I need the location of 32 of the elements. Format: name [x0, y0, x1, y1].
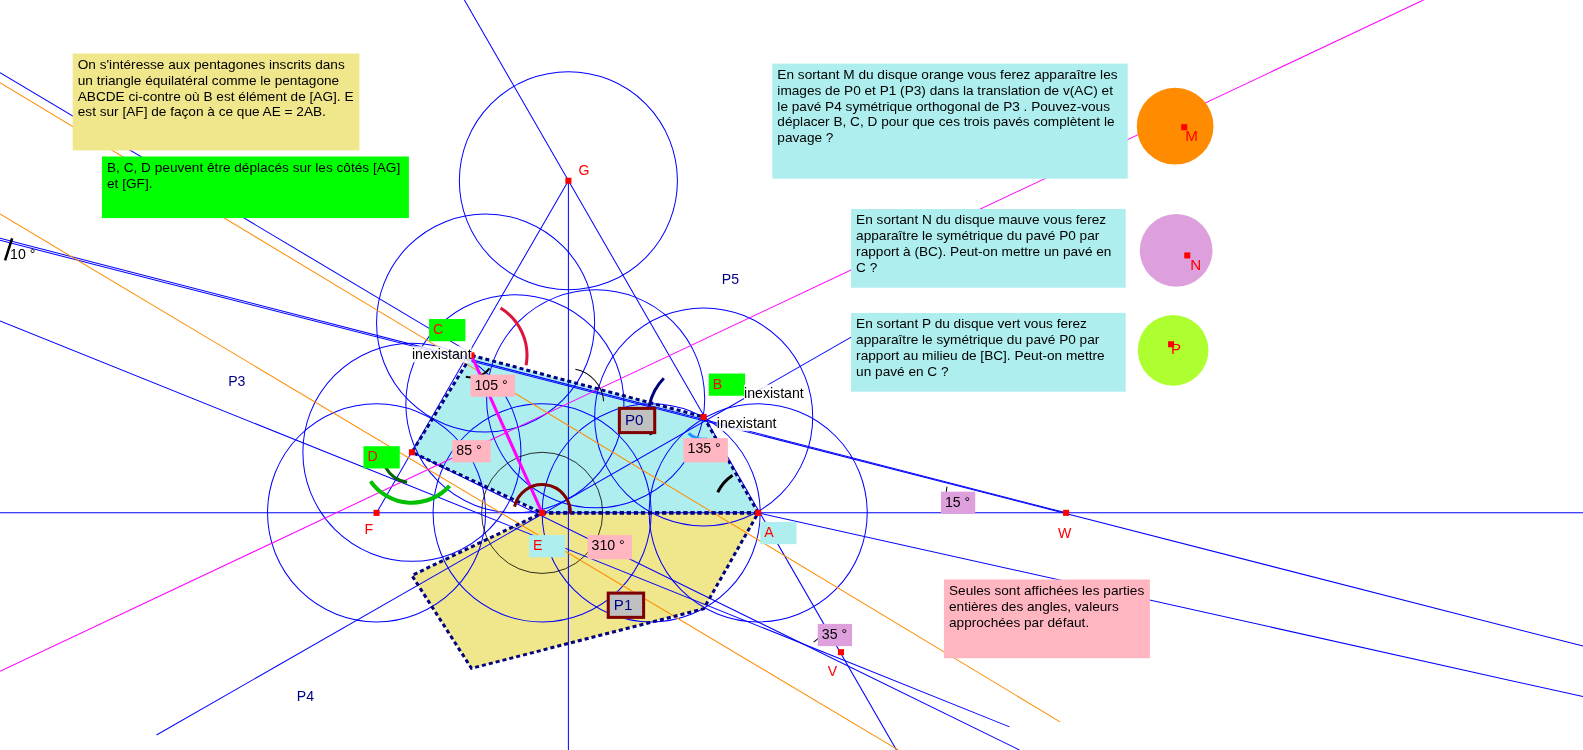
point-label: C: [429, 319, 466, 342]
point-name: N: [1190, 256, 1202, 273]
point-name: M: [1185, 128, 1198, 145]
point-name: F: [364, 520, 374, 538]
angle-label: 15 °: [940, 491, 976, 514]
point-label: D: [363, 446, 400, 469]
point-label: B: [708, 373, 746, 396]
angle-label: 10 °: [10, 246, 36, 263]
point-name: G: [578, 161, 590, 178]
point-label: E: [529, 535, 566, 558]
tile-name: P4: [296, 687, 315, 704]
angle-label: 105 °: [470, 374, 515, 397]
point-name: W: [1058, 525, 1072, 542]
note-box: Seules sont affichées les parties entières des angles, valeurs approchées par défaut.: [943, 579, 1150, 659]
note-box: B, C, D peuvent être déplacés sur les côtés [AG] et [GF].: [101, 156, 409, 219]
point-name: V: [827, 663, 838, 680]
status-text: inexistant: [716, 414, 777, 432]
angle-label: 135 °: [683, 438, 728, 463]
angle-label: 35 °: [817, 623, 853, 647]
tile-label: P1: [606, 591, 646, 619]
point-label: A: [760, 521, 797, 545]
tile-name: P3: [228, 372, 246, 389]
note-box: On s'intéresse aux pentagones inscrits dans un triangle équilatéral comme le pentagone ABCDE ci-contre où B est élément de [AG]. E est sur [AF] de façon à ce que AE = 2AB.: [72, 53, 360, 151]
note-box: En sortant P du disque vert vous ferez apparaître le symétrique du pavé P0 par rapport au milieu de [BC]. Peut-on mettre un pavé en C ?: [851, 312, 1126, 392]
tile-label: P0: [617, 406, 657, 435]
tile-name: P5: [721, 270, 740, 287]
angle-label: 85 °: [452, 440, 491, 463]
status-text: inexistant: [744, 384, 804, 401]
note-box: En sortant N du disque mauve vous ferez apparaître le symétrique du pavé P0 par rapport à (BC). Peut-on mettre un pavé en C ?: [851, 209, 1126, 288]
note-box: En sortant M du disque orange vous ferez apparaître les images de P0 et P1 (P3) dans la translation de v(AC) et le pavé P4 symétrique orthogonal de P3 . Pouvez-vous déplacer B, C, D pour que ces trois pavés complètent le pavage ?: [772, 63, 1128, 179]
angle-label: 310 °: [587, 535, 632, 560]
status-text: inexistant: [411, 346, 472, 363]
